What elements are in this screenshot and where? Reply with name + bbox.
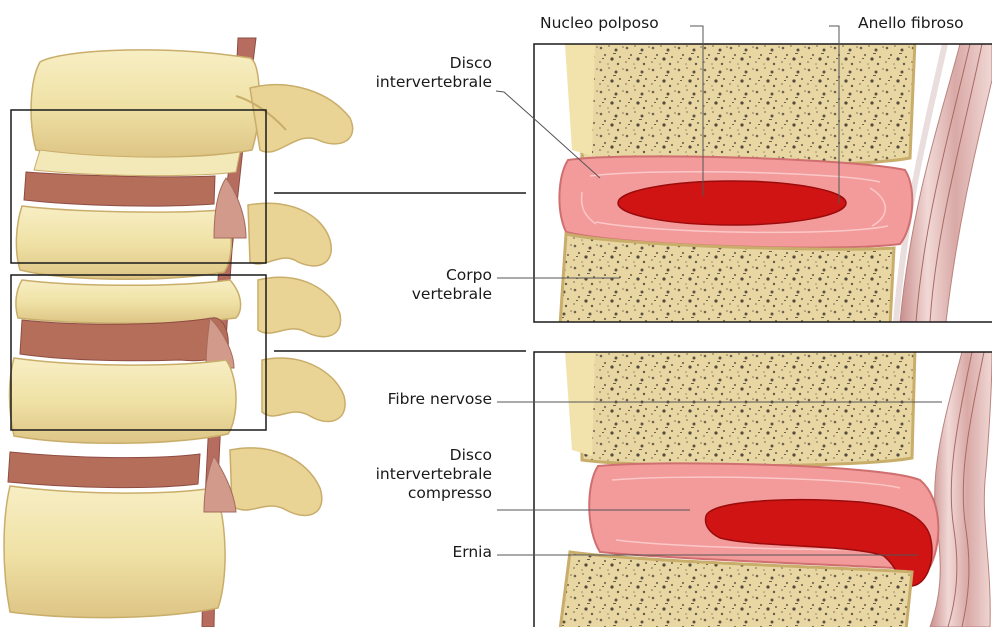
vertebra-2 (16, 150, 331, 279)
label-nucleo-polposo: Nucleo polposo (540, 14, 659, 33)
label-line: Disco (340, 446, 492, 465)
nucleus-normal (618, 181, 846, 225)
label-disco-intervertebrale: Disco intervertebrale (340, 54, 492, 92)
label-anello-fibroso: Anello fibroso (858, 14, 964, 33)
label-fibre-nervose: Fibre nervose (340, 390, 492, 409)
label-line: vertebrale (340, 285, 492, 304)
label-line: Corpo (340, 266, 492, 285)
spine-disc-1 (24, 172, 215, 206)
label-disco-compresso: Disco intervertebrale compresso (340, 446, 492, 503)
detail-normal-panel (534, 40, 992, 326)
spine-disc-3 (8, 452, 200, 488)
spine-disc-2 (20, 318, 228, 361)
vertebra-1 (31, 50, 353, 158)
label-line: compresso (340, 484, 492, 503)
label-line: intervertebrale (340, 465, 492, 484)
label-corpo-vertebrale: Corpo vertebrale (340, 266, 492, 304)
detail-herniated-panel (534, 348, 992, 627)
label-line: Disco (340, 54, 492, 73)
label-line: intervertebrale (340, 73, 492, 92)
label-ernia: Ernia (340, 543, 492, 562)
spine-overview (4, 38, 526, 627)
